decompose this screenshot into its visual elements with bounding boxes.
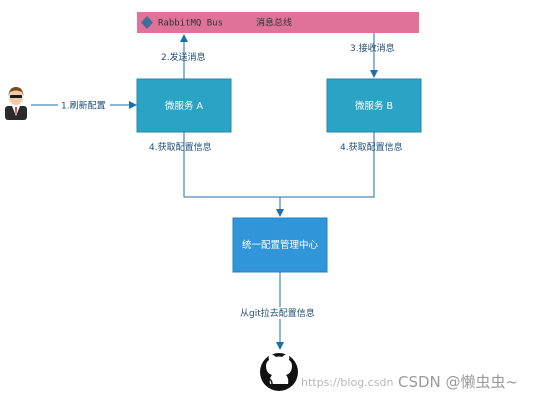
rabbitmq-bus: RabbitMQ Bus 消息总线 <box>137 12 419 33</box>
watermark-url: https://blog.csdn <box>301 376 393 389</box>
service-a-label: 微服务 A <box>165 100 204 112</box>
edge-label-send: 2.发送消息 <box>161 51 206 63</box>
watermark-brand: CSDN @懒虫虫~ <box>398 373 518 391</box>
edge-refresh: 1.刷新配置 <box>31 99 137 112</box>
bus-name: RabbitMQ Bus <box>158 19 223 29</box>
github-icon <box>260 353 298 391</box>
bus-bar <box>137 12 419 33</box>
edge-label-receive: 3.接收消息 <box>350 42 395 54</box>
config-center-node: 统一配置管理中心 <box>232 217 328 273</box>
bus-title: 消息总线 <box>256 17 292 29</box>
edge-label-fetch-b: 4.获取配置信息 <box>340 141 403 153</box>
service-b-node: 微服务 B <box>326 78 422 133</box>
edge-fetch-config <box>183 132 375 217</box>
edge-send: 2.发送消息 <box>161 34 206 79</box>
user-avatar-icon <box>5 87 27 120</box>
edge-receive: 3.接收消息 <box>350 33 395 78</box>
edge-label-refresh: 1.刷新配置 <box>61 100 106 112</box>
edge-label-pull-git: 从git拉去配置信息 <box>240 307 315 319</box>
diamond-icon <box>141 16 153 29</box>
service-a-node: 微服务 A <box>136 78 232 133</box>
config-center-label: 统一配置管理中心 <box>242 239 319 251</box>
service-b-label: 微服务 B <box>355 100 393 112</box>
edge-pull-git: 从git拉去配置信息 <box>237 272 323 350</box>
edge-label-fetch-a: 4.获取配置信息 <box>149 141 212 153</box>
